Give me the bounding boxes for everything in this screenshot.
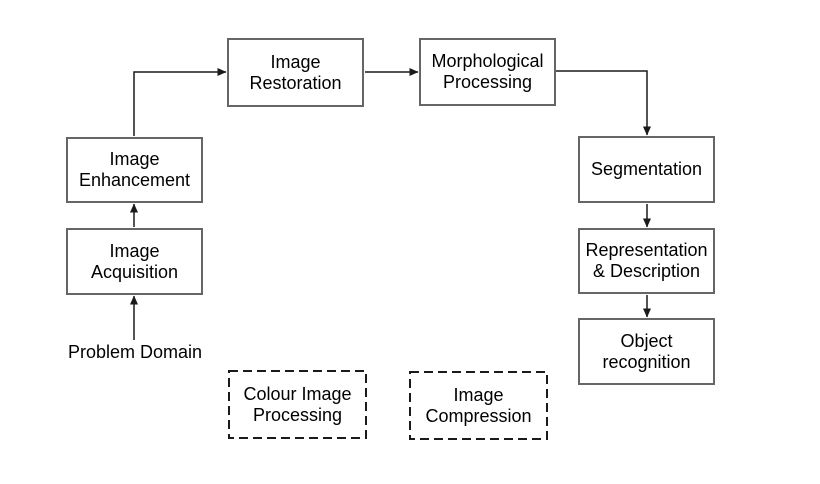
arrow-enhancement-to-restoration [133,68,227,136]
node-label: Object recognition [602,330,691,372]
node-image-compression: Image Compression [409,371,548,440]
node-label: Segmentation [590,159,703,179]
node-label: Representation & Description [585,240,708,281]
node-label: Image Acquisition [90,240,179,282]
dashed-box-colour-image-processing [228,370,367,439]
node-morphological-processing: Morphological Processing [419,38,556,106]
node-image-acquisition: Image Acquisition [66,228,203,295]
node-segmentation: Segmentation [578,136,715,203]
node-colour-image-processing: Colour Image Processing [228,370,367,439]
node-image-restoration: Image Restoration [227,38,364,107]
dashed-box-image-compression [409,371,548,440]
node-image-enhancement: Image Enhancement [66,137,203,203]
node-label: Image Restoration [249,51,342,93]
node-label: Colour Image Processing [243,383,352,425]
arrow-morphological-to-segmentation [556,70,651,136]
node-object-recognition: Object recognition [578,318,715,385]
node-label: Morphological Processing [431,51,544,92]
node-label: Image Compression [425,384,532,426]
node-label: Image Enhancement [78,149,191,190]
node-representation-description: Representation & Description [578,228,715,294]
problem-domain-label: Problem Domain [67,342,203,362]
